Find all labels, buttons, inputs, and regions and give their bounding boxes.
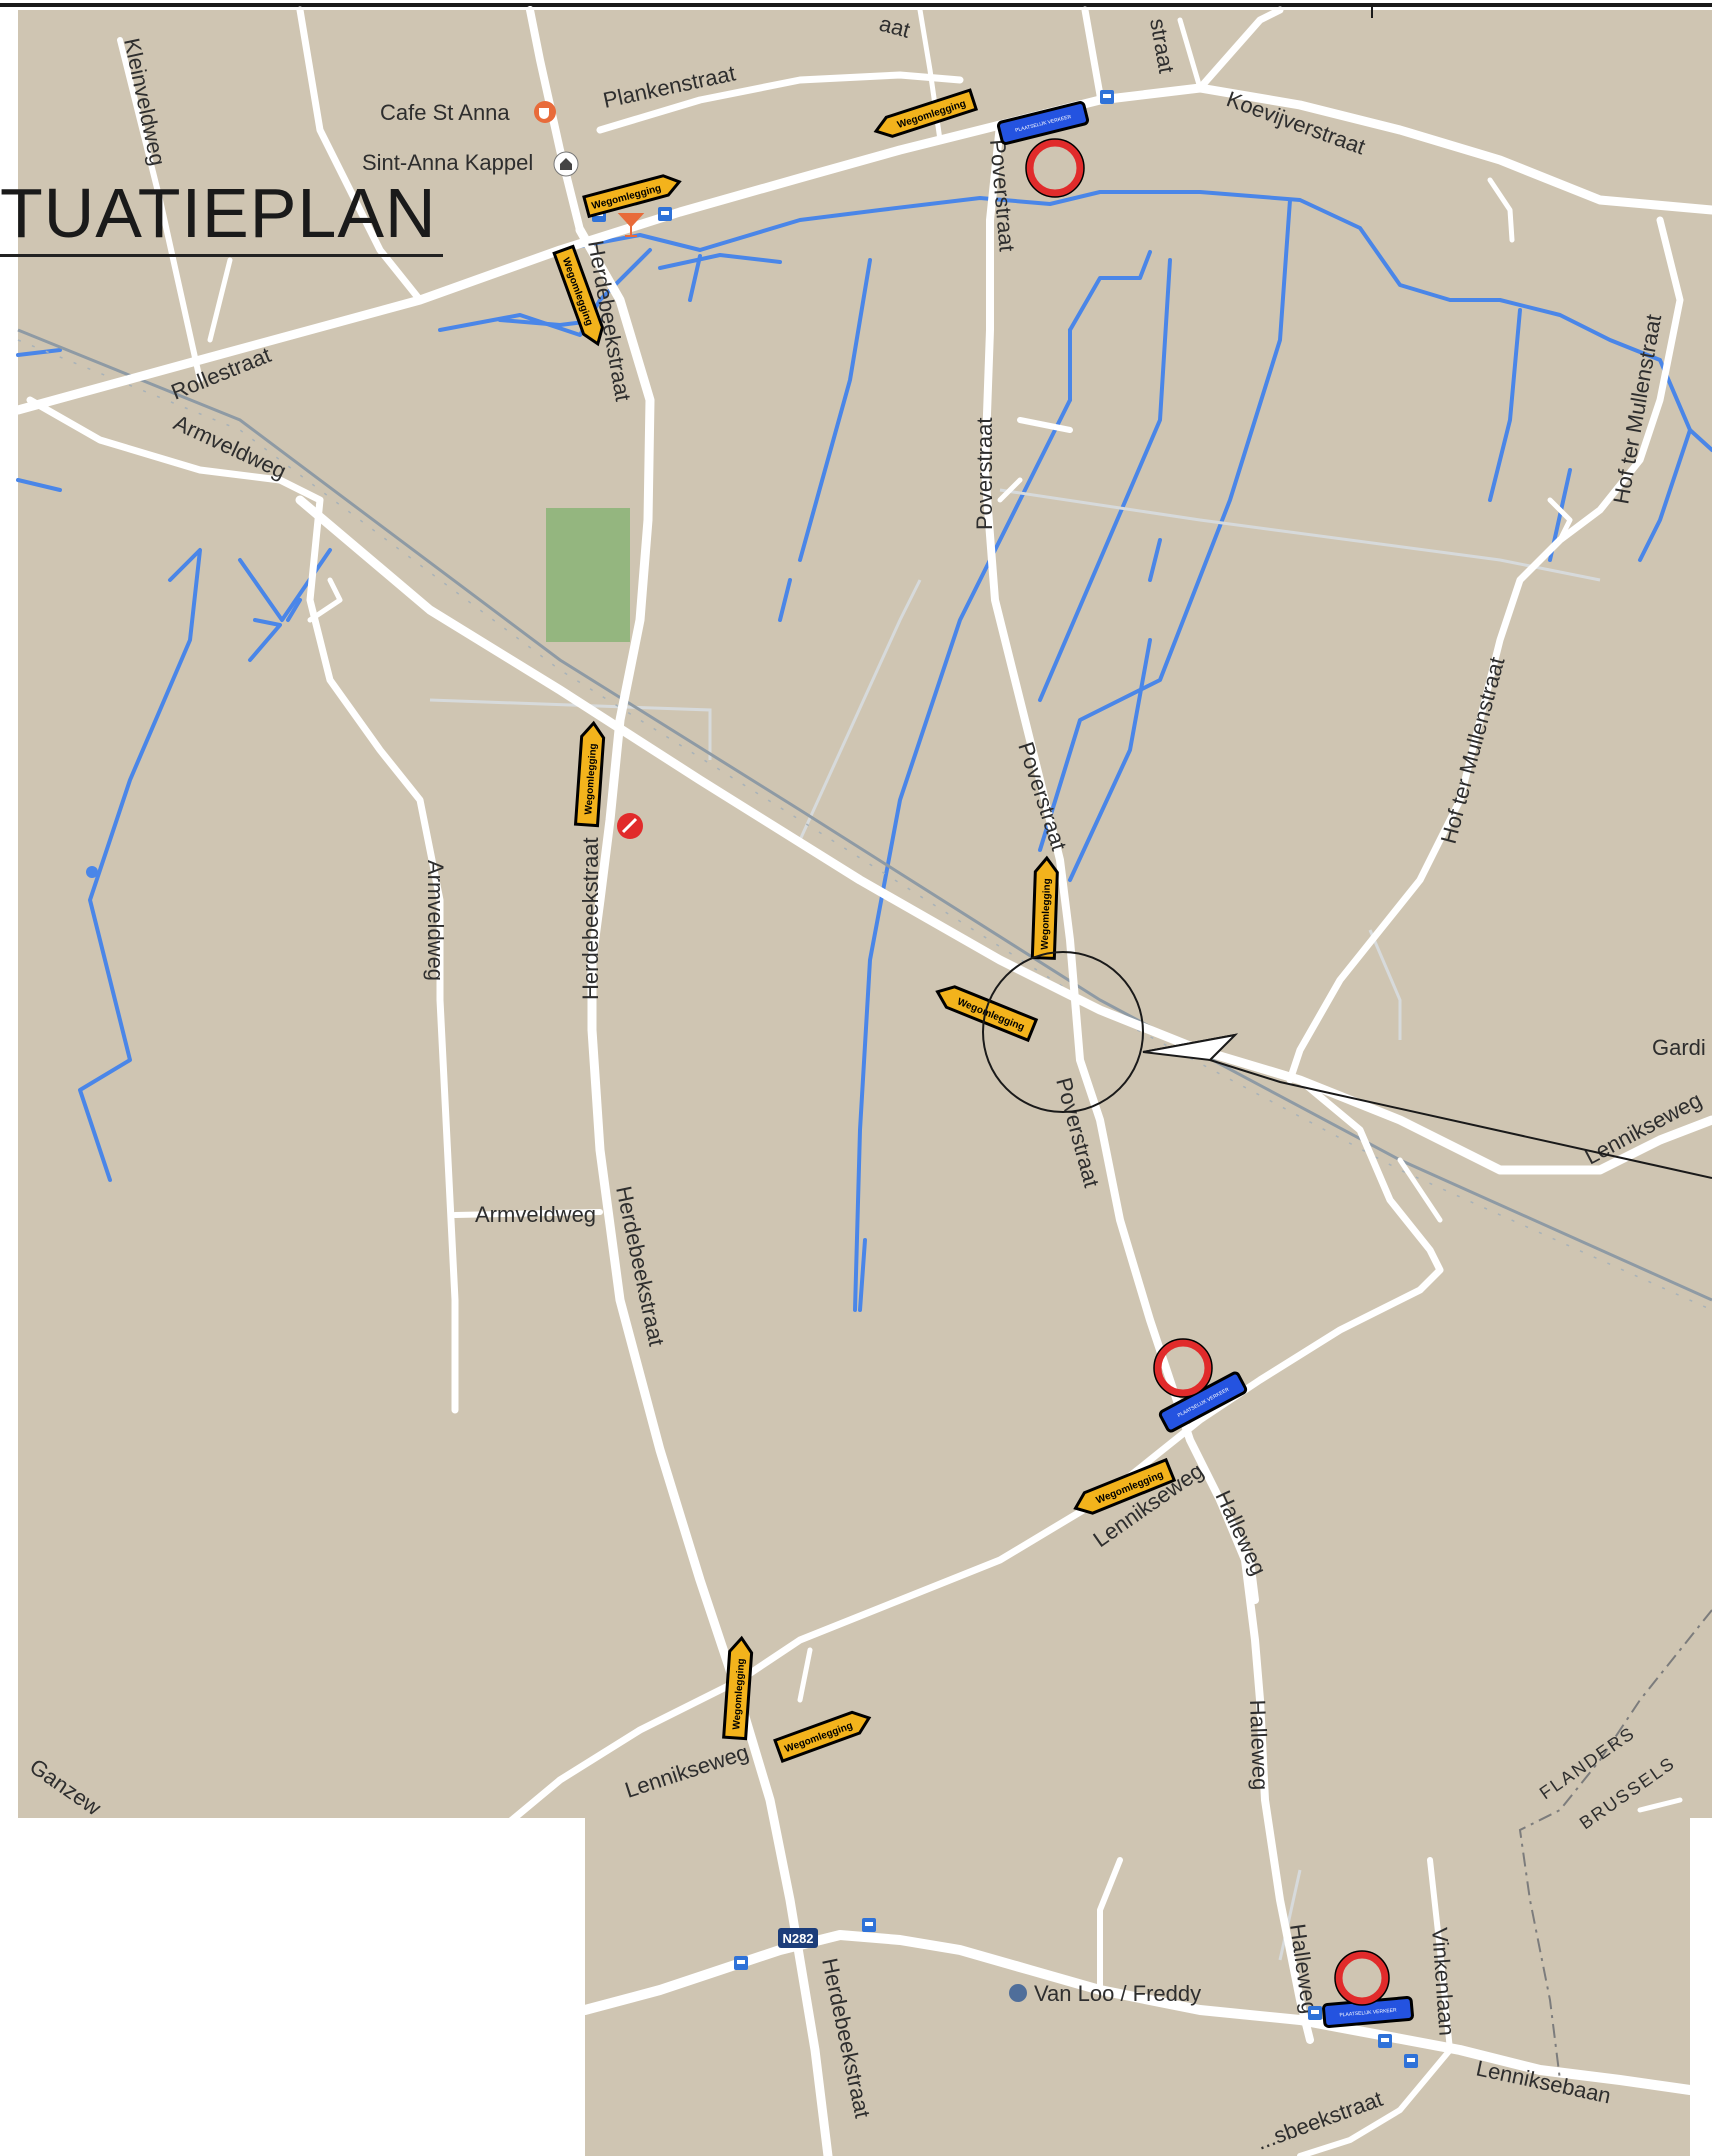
road-shield-n282: N282	[778, 1928, 818, 1948]
road-closed-signs	[1026, 139, 1389, 2005]
detour-sign: Wegomlegging	[773, 1710, 872, 1763]
svg-text:N282: N282	[782, 1931, 813, 1946]
closed-plates: PLAATSELIJK VERKEER PLAATSELIJK VERKEER …	[996, 101, 1414, 2028]
roads	[13, 6, 1712, 2156]
detour-sign: Wegomlegging	[935, 985, 1039, 1043]
closed-plate: PLAATSELIJK VERKEER	[1322, 1996, 1414, 2028]
street-label-armveldweg-low: Armveldweg	[475, 1202, 596, 1227]
detour-sign: Wegomlegging	[573, 720, 606, 828]
poi-chapel: Sint-Anna Kappel	[362, 150, 579, 177]
road-closed-icon	[1335, 1951, 1389, 2005]
street-label-armveldweg-mid: Armveldweg	[423, 860, 448, 981]
cocktail-icon	[617, 213, 645, 237]
road-closed-icon	[1026, 139, 1084, 197]
waterways	[16, 190, 1712, 1312]
closed-plate: PLAATSELIJK VERKEER	[996, 101, 1090, 145]
svg-text:Cafe St Anna: Cafe St Anna	[380, 100, 510, 125]
svg-text:Sint-Anna Kappel: Sint-Anna Kappel	[362, 150, 533, 175]
plan-title: TUATIEPLAN	[0, 178, 443, 257]
sports-field	[546, 508, 630, 642]
svg-text:PLAATSELIJK VERKEER: PLAATSELIJK VERKEER	[1339, 2007, 1397, 2018]
detour-sign: Wegomlegging	[722, 1635, 754, 1741]
svg-text:Wegomlegging: Wegomlegging	[583, 743, 599, 815]
work-zone-circle	[982, 951, 1144, 1113]
street-label-halleweg-mid: Halleweg	[1245, 1699, 1273, 1790]
water-spot	[86, 866, 98, 878]
road-closed-icon	[1154, 1339, 1212, 1397]
minor-paths	[429, 488, 1601, 1961]
street-label-herdebeekstraat-mid: Herdebeekstraat	[578, 837, 603, 1000]
poi-shop: Van Loo / Freddy	[1009, 1981, 1201, 2006]
svg-text:Wegomlegging: Wegomlegging	[1040, 878, 1053, 950]
detour-sign: Wegomlegging	[1030, 855, 1059, 960]
poi-cafe: Cafe St Anna	[380, 100, 556, 125]
svg-text:Van Loo / Freddy: Van Loo / Freddy	[1034, 1981, 1201, 2006]
svg-text:Wegomlegging: Wegomlegging	[731, 1658, 747, 1730]
place-label-garde: Gardi	[1652, 1035, 1706, 1060]
shop-icon	[1009, 1984, 1027, 2002]
no-entry-icon	[617, 813, 643, 839]
street-label-poverstraat-mid: Poverstraat	[972, 418, 997, 531]
province-border	[1518, 1609, 1712, 2081]
map-panel-bottom	[585, 1810, 1690, 2156]
map-panel-top	[18, 10, 1712, 1818]
